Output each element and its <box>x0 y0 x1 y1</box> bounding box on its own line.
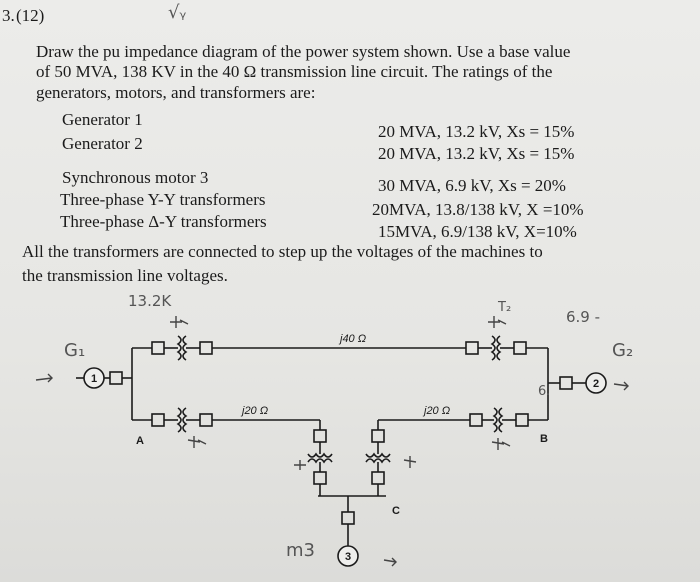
motor-3-circle <box>337 545 359 567</box>
generator-1-circle <box>83 367 105 389</box>
wye-mark <box>294 460 306 470</box>
handwritten-t2-label: T₂ <box>498 300 512 315</box>
problem-number: 3. <box>2 6 15 25</box>
generator-1-number: 1 <box>91 373 97 385</box>
intro-line-3: generators, motors, and transformers are… <box>36 83 316 102</box>
motor-3-number: 3 <box>345 551 351 563</box>
line-impedance-left: j20 Ω <box>240 405 268 417</box>
handwritten-g1-label: G₁ <box>64 340 86 361</box>
rating-value: 30 MVA, 6.9 kV, Xs = 20% <box>378 176 566 195</box>
bus-a-label: A <box>136 435 144 447</box>
rating-name: Generator 1 <box>62 110 143 129</box>
rating-name: Three-phase Y-Y transformers <box>60 190 266 209</box>
line-impedance-top: j40 Ω <box>338 333 366 345</box>
rating-value: 20 MVA, 13.2 kV, Xs = 15% <box>378 122 575 141</box>
generator-2-circle <box>585 372 607 394</box>
one-line-diagram: 1 2 3 j40 Ω j20 Ω j20 Ω A B C <box>35 316 629 567</box>
rating-name: Synchronous motor 3 <box>62 168 209 187</box>
wye-mark <box>403 456 417 468</box>
arrow-mark <box>613 381 629 391</box>
intro-line-1: Draw the pu impedance diagram of the pow… <box>36 42 571 61</box>
handwritten-m3-label: m3 <box>286 540 315 561</box>
line-impedance-right: j20 Ω <box>422 405 450 417</box>
intro-line-2: of 50 MVA, 138 KV in the 40 Ω transmissi… <box>36 62 553 81</box>
wye-mark <box>491 438 511 450</box>
closing-line-2: the transmission line voltages. <box>22 266 228 285</box>
handwritten-note-6-9: 6.9 - <box>566 308 601 326</box>
handwritten-note-6: 6. <box>538 384 551 399</box>
rating-value: 15MVA, 6.9/138 kV, X=10% <box>378 222 577 241</box>
handwritten-check-mark: √ᵧ <box>168 2 187 23</box>
rating-name: Generator 2 <box>62 134 143 153</box>
problem-points: (12) <box>16 6 45 25</box>
bus-c-label: C <box>392 505 400 517</box>
rating-name: Three-phase Δ-Y transformers <box>60 212 267 231</box>
rating-value: 20MVA, 13.8/138 kV, X =10% <box>372 200 584 219</box>
wye-mark <box>488 316 507 328</box>
rating-value: 20 MVA, 13.2 kV, Xs = 15% <box>378 144 575 163</box>
closing-line-1: All the transformers are connected to st… <box>22 242 543 261</box>
generator-2-number: 2 <box>593 378 599 390</box>
arrow-mark <box>383 557 397 567</box>
handwritten-g2-label: G₂ <box>612 340 634 361</box>
bus-b-label: B <box>540 433 548 445</box>
wye-mark <box>170 316 189 328</box>
arrow-mark <box>35 373 53 383</box>
wye-mark <box>187 436 207 448</box>
handwritten-note-13-2k: 13.2K <box>128 292 172 310</box>
